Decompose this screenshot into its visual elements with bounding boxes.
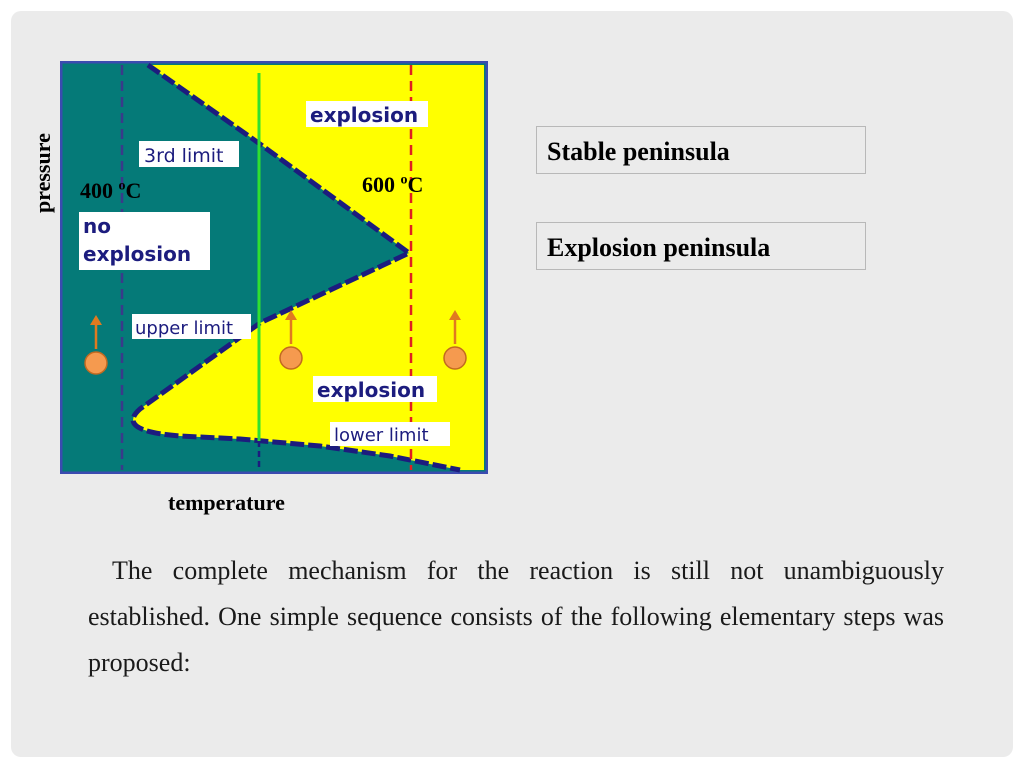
label-no-explosion-line1: no [83, 214, 111, 238]
legend-stable-peninsula: Stable peninsula [536, 126, 866, 174]
temp-label-600C: 600 oC [362, 172, 424, 197]
explosion-limits-diagram: explosion 3rd limit no explosion upper l… [60, 61, 488, 474]
y-axis-label: pressure [30, 133, 55, 213]
marker-400C [84, 315, 108, 375]
marker-mid-temperature [279, 310, 303, 370]
temp-label-400C: 400 oC [80, 178, 142, 203]
label-lower-limit: lower limit [334, 425, 429, 446]
body-paragraph: The complete mechanism for the reaction … [88, 556, 944, 677]
explosion-region [133, 65, 485, 470]
legend-explosion-peninsula: Explosion peninsula [536, 222, 866, 270]
label-upper-limit: upper limit [135, 318, 233, 339]
label-third-limit: 3rd limit [144, 145, 223, 167]
explosion-boundary-curve [130, 62, 461, 473]
label-explosion-bottom: explosion [317, 378, 425, 402]
label-explosion-top: explosion [310, 103, 418, 127]
label-no-explosion-line2: explosion [83, 242, 191, 266]
marker-600C [443, 310, 467, 370]
x-axis-label: temperature [168, 490, 285, 515]
